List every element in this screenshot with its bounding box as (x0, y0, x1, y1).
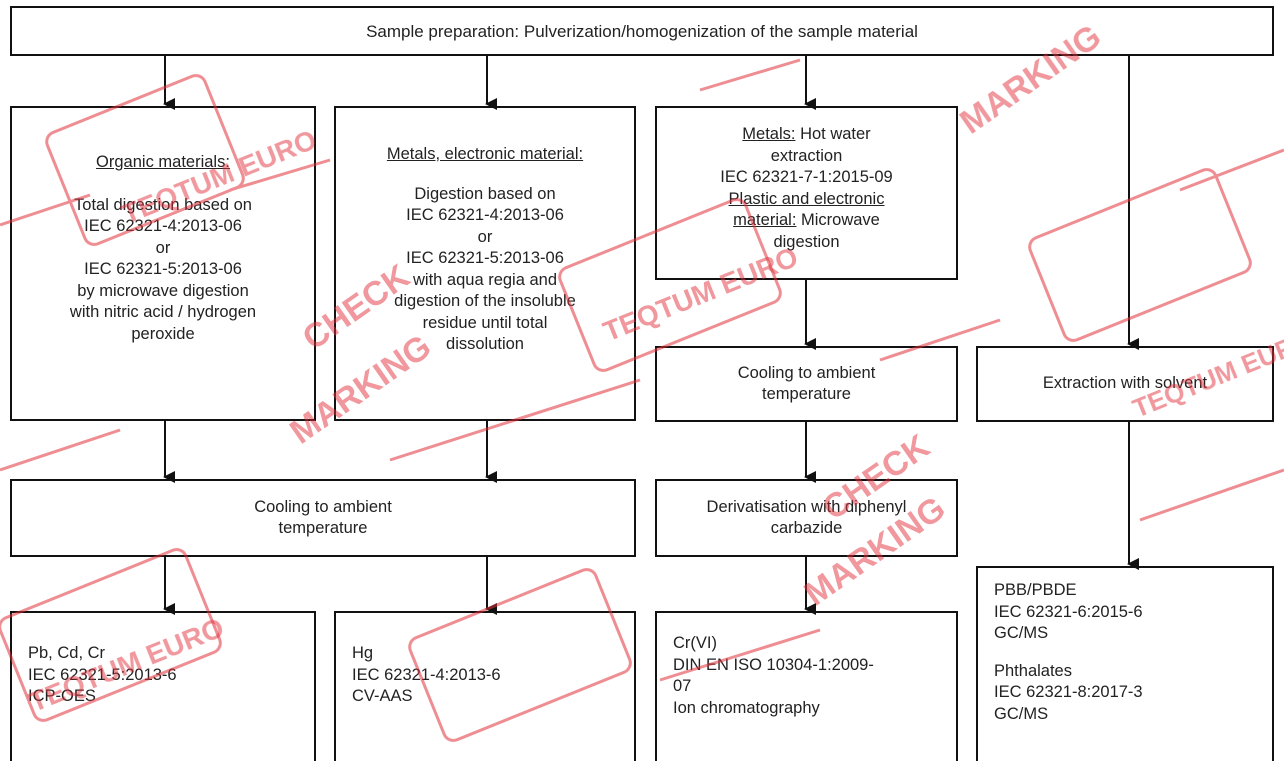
result-pbb-line-2: IEC 62321-6:2015-6 (994, 602, 1143, 621)
extraction-line: extraction (770, 146, 843, 165)
organic-materials-heading: Organic materials: (96, 153, 230, 171)
result-cr-line-2: DIN EN ISO 10304-1:2009- (673, 655, 874, 674)
result-pbb-line-1: PBB/PBDE (994, 581, 1077, 599)
metals-line-4: IEC 62321-5:2013-06 (406, 249, 564, 267)
result-crvi-box: Cr(VI) DIN EN ISO 10304-1:2009- 07 Ion c… (655, 611, 958, 761)
cooling-left-line-1: Cooling to ambient (254, 497, 392, 516)
hot-water-extraction-box: Metals: Hot water extraction IEC 62321-7… (655, 106, 958, 280)
organic-line-1: Total digestion based on (74, 195, 252, 214)
result-phthalates-line-1: Phthalates (994, 661, 1072, 680)
extraction-solvent-box: Extraction with solvent (976, 346, 1274, 422)
cooling-ambient-box-left: Cooling to ambient temperature (10, 479, 636, 557)
metals-line-6: digestion of the insoluble (394, 292, 576, 310)
cooling-ambient-box-col3: Cooling to ambient temperature (655, 346, 958, 422)
metals-line-3: or (477, 227, 493, 246)
metals-electronic-heading: Metals, electronic material: (386, 145, 584, 163)
organic-line-6: with nitric acid / hydrogen (69, 303, 257, 321)
result-pbb-line-3: GC/MS (994, 624, 1049, 642)
result-cr-line-3: 07 (673, 677, 692, 695)
organic-line-5: by microwave digestion (77, 281, 249, 300)
result-pb-line-3: ICP-OES (28, 687, 96, 705)
result-hg-box: Hg IEC 62321-4:2013-6 CV-AAS (334, 611, 636, 761)
result-pb-line-2: IEC 62321-5:2013-6 (28, 665, 177, 684)
organic-materials-box: Organic materials: Total digestion based… (10, 106, 316, 421)
derivatisation-line-1: Derivatisation with diphenyl (706, 497, 907, 516)
result-phthalates-line-3: GC/MS (994, 704, 1049, 723)
digestion-line: digestion (773, 232, 840, 251)
result-cr-line-1: Cr(VI) (673, 634, 717, 652)
metals-line-5: with aqua regia and (412, 270, 558, 289)
metals-electronic-box: Metals, electronic material: Digestion b… (334, 106, 636, 421)
hot-water-text: Hot water (795, 125, 871, 143)
sample-preparation-box: Sample preparation: Pulverization/homoge… (10, 6, 1274, 56)
result-hg-line-1: Hg (352, 644, 374, 662)
organic-line-7: peroxide (131, 324, 195, 343)
cooling-col3-line-1: Cooling to ambient (737, 363, 876, 382)
result-pbb-phthalates-box: PBB/PBDE IEC 62321-6:2015-6 GC/MS Phthal… (976, 566, 1274, 761)
organic-line-4: IEC 62321-5:2013-06 (84, 260, 242, 278)
metals-heading: Metals: (742, 125, 796, 143)
result-phthalates-line-2: IEC 62321-8:2017-3 (994, 683, 1143, 701)
organic-line-2: IEC 62321-4:2013-06 (84, 217, 242, 235)
organic-line-3: or (155, 238, 171, 257)
microwave-text: Microwave (796, 211, 880, 229)
iec-7-1-line: IEC 62321-7-1:2015-09 (720, 168, 893, 186)
derivatisation-line-2: carbazide (770, 519, 843, 537)
result-pb-line-1: Pb, Cd, Cr (28, 644, 106, 662)
metals-line-1: Digestion based on (414, 184, 556, 203)
derivatisation-box: Derivatisation with diphenyl carbazide (655, 479, 958, 557)
extraction-solvent-text: Extraction with solvent (1042, 374, 1208, 393)
result-pb-cd-cr-box: Pb, Cd, Cr IEC 62321-5:2013-6 ICP-OES (10, 611, 316, 761)
material-heading: material: (733, 211, 797, 229)
metals-line-7: residue until total (422, 313, 548, 332)
result-hg-line-3: CV-AAS (352, 687, 413, 705)
metals-line-8: dissolution (446, 335, 524, 353)
metals-line-2: IEC 62321-4:2013-06 (406, 206, 564, 224)
result-cr-line-4: Ion chromatography (673, 698, 820, 717)
cooling-col3-line-2: temperature (762, 385, 851, 403)
cooling-left-line-2: temperature (278, 519, 368, 537)
sample-preparation-text: Sample preparation: Pulverization/homoge… (366, 22, 918, 41)
plastic-electronic-heading: Plastic and electronic (728, 189, 885, 208)
result-hg-line-2: IEC 62321-4:2013-6 (352, 665, 501, 684)
